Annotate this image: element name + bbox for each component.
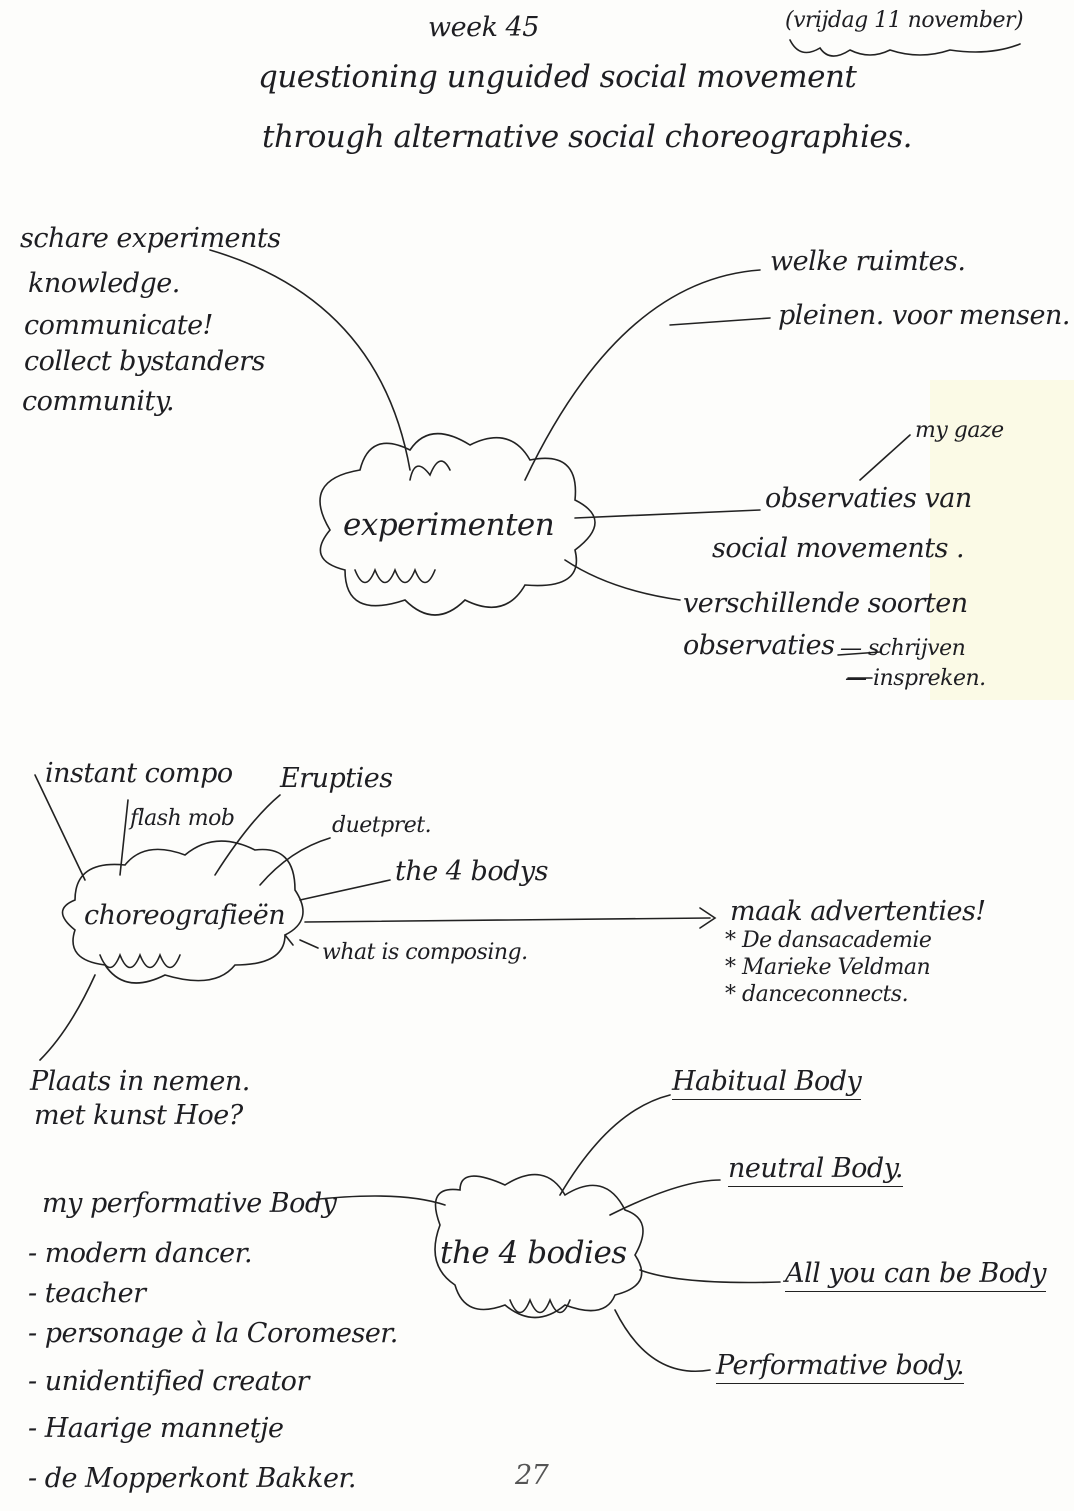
note: - de Mopperkont Bakker. — [28, 1463, 357, 1494]
note: community. — [22, 386, 175, 417]
note: maak advertenties! — [730, 896, 986, 927]
note: observaties — [683, 630, 835, 661]
note: * Marieke Veldman — [725, 955, 931, 980]
page-title-line2: through alternative social choreographie… — [262, 119, 912, 155]
note: collect bystanders — [24, 346, 265, 377]
note: — schrijven — [840, 636, 966, 661]
line-kinds — [564, 559, 681, 601]
node-choreografieen: choreografieën — [84, 900, 286, 931]
note: the 4 bodys — [395, 856, 549, 887]
page-title-line1: questioning unguided social movement — [258, 59, 857, 95]
note: welke ruimtes. — [770, 246, 966, 277]
note: social movements . — [712, 533, 965, 564]
note: my performative Body — [42, 1188, 337, 1219]
node-4-bodies: the 4 bodies — [440, 1235, 627, 1271]
note: Performative body. — [716, 1352, 965, 1384]
paper-stain — [930, 380, 1074, 700]
note: observaties van — [765, 483, 972, 514]
note: * danceconnects. — [725, 982, 909, 1007]
note: schare experiments — [20, 223, 281, 254]
note: flash mob — [130, 806, 235, 831]
note: met kunst Hoe? — [34, 1100, 243, 1131]
note: pleinen. voor mensen. — [778, 300, 1070, 331]
note: duetpret. — [332, 813, 432, 838]
note: Erupties — [280, 763, 393, 794]
cloud-experimenten — [319, 432, 596, 616]
note: neutral Body. — [728, 1155, 903, 1187]
note: - unidentified creator — [28, 1366, 309, 1397]
note: Habitual Body — [672, 1068, 862, 1100]
note: my gaze — [915, 418, 1004, 443]
note: instant compo — [45, 758, 233, 789]
date-label: (vrijdag 11 november) — [785, 8, 1024, 33]
date-underline — [789, 39, 1021, 57]
week-label: week 45 — [428, 12, 539, 43]
note: All you can be Body — [785, 1260, 1047, 1292]
note: Plaats in nemen. — [30, 1066, 250, 1097]
note: verschillende soorten — [683, 588, 968, 619]
note: communicate! — [24, 310, 213, 341]
line-right-top — [524, 269, 761, 481]
note: — inspreken. — [845, 666, 986, 691]
note: - teacher — [28, 1278, 146, 1309]
cloud-4-bodies — [434, 1173, 644, 1319]
note: * De dansacademie — [725, 928, 932, 953]
node-experimenten: experimenten — [343, 507, 555, 543]
note: knowledge. — [28, 268, 180, 299]
page-number: 27 — [515, 1460, 549, 1491]
line-obs — [574, 509, 761, 519]
note: what is composing. — [322, 940, 528, 965]
line-gaze — [859, 434, 911, 481]
note: - personage à la Coromeser. — [28, 1318, 398, 1349]
note: - Haarige mannetje — [28, 1413, 284, 1444]
note: - modern dancer. — [28, 1238, 253, 1269]
line-left — [209, 249, 411, 471]
